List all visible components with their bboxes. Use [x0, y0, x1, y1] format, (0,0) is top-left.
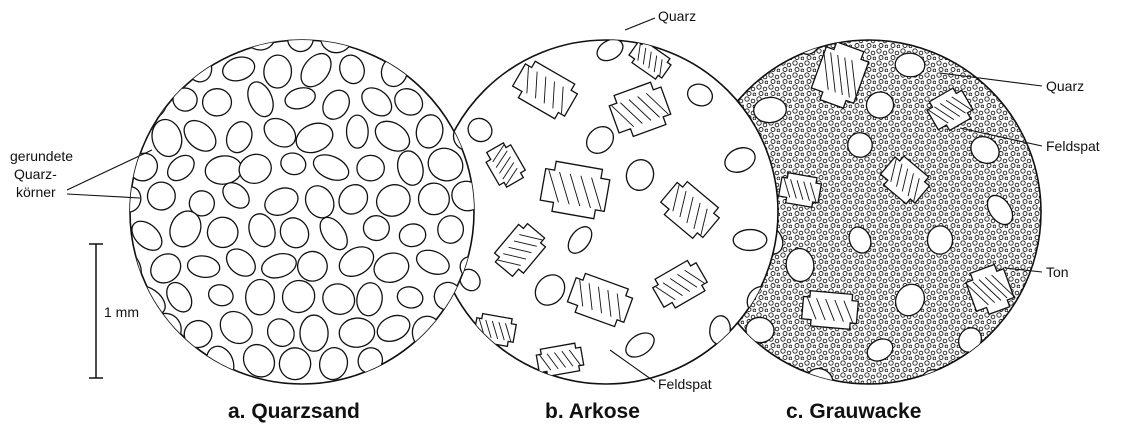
quartz-grain — [346, 115, 368, 148]
quartz-grain — [300, 315, 328, 351]
quartz-grain — [167, 16, 200, 54]
label-grauwacke-feldspar: Feldspat — [1046, 138, 1100, 154]
quartz-grain — [437, 215, 464, 244]
feldspar-grain — [473, 313, 517, 348]
label-arkose-quartz: Quarz — [658, 8, 696, 24]
quartz-grain — [437, 25, 465, 54]
quartz-grain — [123, 21, 158, 57]
arkose-section — [434, 35, 778, 399]
quartz-grain — [503, 371, 536, 399]
label-grauwacke-quartz: Quarz — [1046, 78, 1084, 94]
quartz-grain — [391, 19, 427, 52]
quartz-grain — [733, 229, 767, 250]
quartz-grain — [110, 51, 142, 86]
quartz-grain — [202, 88, 232, 116]
quartz-grain — [409, 46, 449, 87]
quartz-grain — [102, 119, 143, 151]
label-rounded-grains-line2: Quarz- — [14, 166, 57, 182]
quartz-grain — [245, 279, 275, 315]
quartz-grain — [455, 65, 485, 94]
quartz-grain — [357, 155, 385, 181]
label-scale: 1 mm — [104, 304, 139, 320]
quartz-sand-section — [102, 16, 488, 384]
caption-quartz-sand: a. Quarzsand — [228, 400, 360, 424]
feldspar-grain — [719, 40, 762, 79]
quartz-grain — [429, 344, 462, 377]
quartz-grain — [927, 226, 952, 255]
caption-grauwacke: c. Grauwacke — [786, 400, 921, 424]
label-rounded-grains-line1: gerundete — [10, 148, 73, 164]
quartz-grain — [147, 50, 180, 85]
quartz-grain — [450, 47, 489, 84]
quartz-grain — [205, 16, 240, 58]
quartz-grain — [171, 350, 201, 380]
quartz-grain — [119, 343, 163, 383]
caption-arkose: b. Arkose — [545, 400, 640, 424]
quartz-grain — [351, 16, 394, 54]
label-grauwacke-clay: Ton — [1046, 264, 1069, 280]
label-arkose-feldspar: Feldspat — [658, 376, 712, 392]
label-rounded-grains-line3: körner — [16, 184, 56, 200]
scale-bar — [89, 244, 103, 378]
